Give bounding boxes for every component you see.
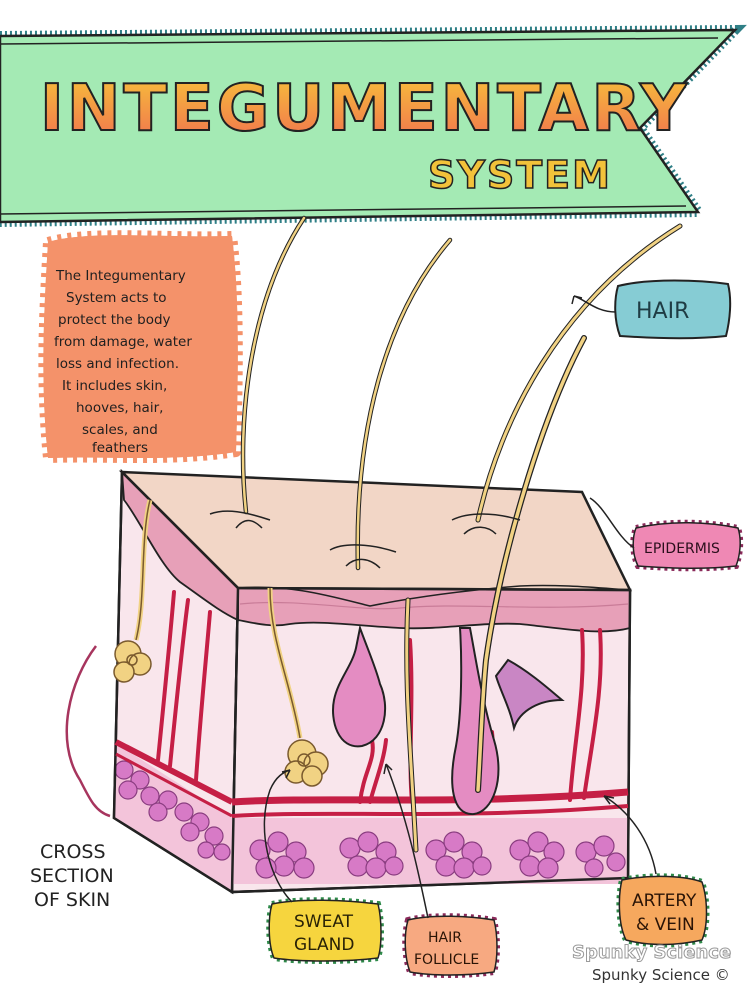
hair-shafts [240,215,683,853]
label-hair-follicle-text-2: FOLLICLE [414,952,479,968]
title-banner: INTEGUMENTARY SYSTEM [0,24,747,228]
label-hair: HAIR [571,279,732,340]
page-subtitle: SYSTEM [428,153,612,197]
description-line: System acts to [66,290,167,306]
label-hair-text: HAIR [636,299,689,324]
skin-block [112,215,683,895]
signature: Spunky Science © [592,966,730,984]
label-hair-follicle: HAIR FOLLICLE [383,763,500,978]
description-line: The Integumentary [55,268,186,284]
label-epidermis: EPIDERMIS [589,497,744,572]
label-sweat-gland: SWEAT GLAND [263,769,384,964]
description-line: feathers [92,440,148,456]
label-epidermis-text: EPIDERMIS [644,541,720,557]
description-line: from damage, water [54,334,192,350]
arrector-pili-muscle [494,658,565,732]
label-cross-section: CROSS SECTION OF SKIN [30,645,114,911]
sebaceous-gland [332,624,387,748]
description-line: hooves, hair, [76,400,163,416]
label-sweat-text: SWEAT [294,912,354,932]
label-vein-text: & VEIN [636,915,695,935]
description-line: It includes skin, [62,378,167,394]
watermark: Spunky Science [572,942,731,963]
sweat-gland-coil [267,587,329,787]
page-title: INTEGUMENTARY [40,72,690,146]
epidermis-band [237,587,631,633]
label-gland-text: GLAND [294,935,354,955]
cross-section-line-1: CROSS [40,841,106,863]
cross-section-line-2: SECTION [30,865,114,887]
label-artery-text: ARTERY [632,891,697,911]
description-line: protect the body [58,312,171,328]
description-line: loss and infection. [56,356,179,372]
description-note: The Integumentary System acts to protect… [38,230,243,463]
label-artery-vein: ARTERY & VEIN [603,795,710,948]
label-hair-follicle-text-1: HAIR [428,930,462,946]
sweat-gland-coil-left [113,499,153,683]
description-line: scales, and [82,422,158,438]
cross-section-line-3: OF SKIN [34,889,110,911]
